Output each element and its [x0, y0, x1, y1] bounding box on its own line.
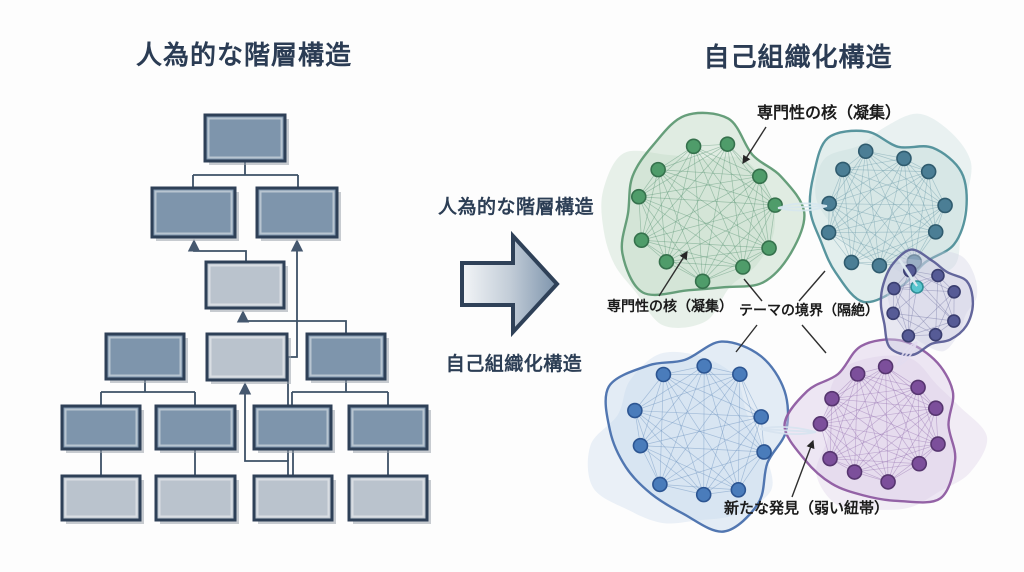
transform-arrow-bottom-label: 自己組織化構造: [445, 353, 583, 375]
annotation-core-top: 専門性の核（凝集）: [757, 103, 902, 122]
cluster-green: [601, 111, 806, 328]
weak-tie-links: [759, 202, 918, 436]
left-section-title: 人為的な階層構造: [135, 41, 353, 71]
transform-arrow: [460, 230, 560, 338]
hierarchy-diagram: [60, 113, 431, 524]
cluster-small: [879, 248, 978, 357]
cluster-purple: [783, 338, 988, 510]
annotation-core-bottom: 専門性の核（凝集）: [607, 299, 733, 315]
annotation-new-discovery: 新たな発見（弱い紐帯）: [724, 499, 890, 517]
right-section-title: 自己組織化構造: [703, 43, 893, 73]
transform-arrow-top-label: 人為的な階層構造: [437, 196, 595, 218]
annotation-leader-lines: [658, 126, 827, 498]
annotation-theme-boundary: テーマの境界（隔絶）: [739, 303, 879, 319]
cluster-blue: [587, 340, 790, 533]
highlight-node: [910, 280, 924, 294]
cluster-teal: [808, 113, 972, 304]
